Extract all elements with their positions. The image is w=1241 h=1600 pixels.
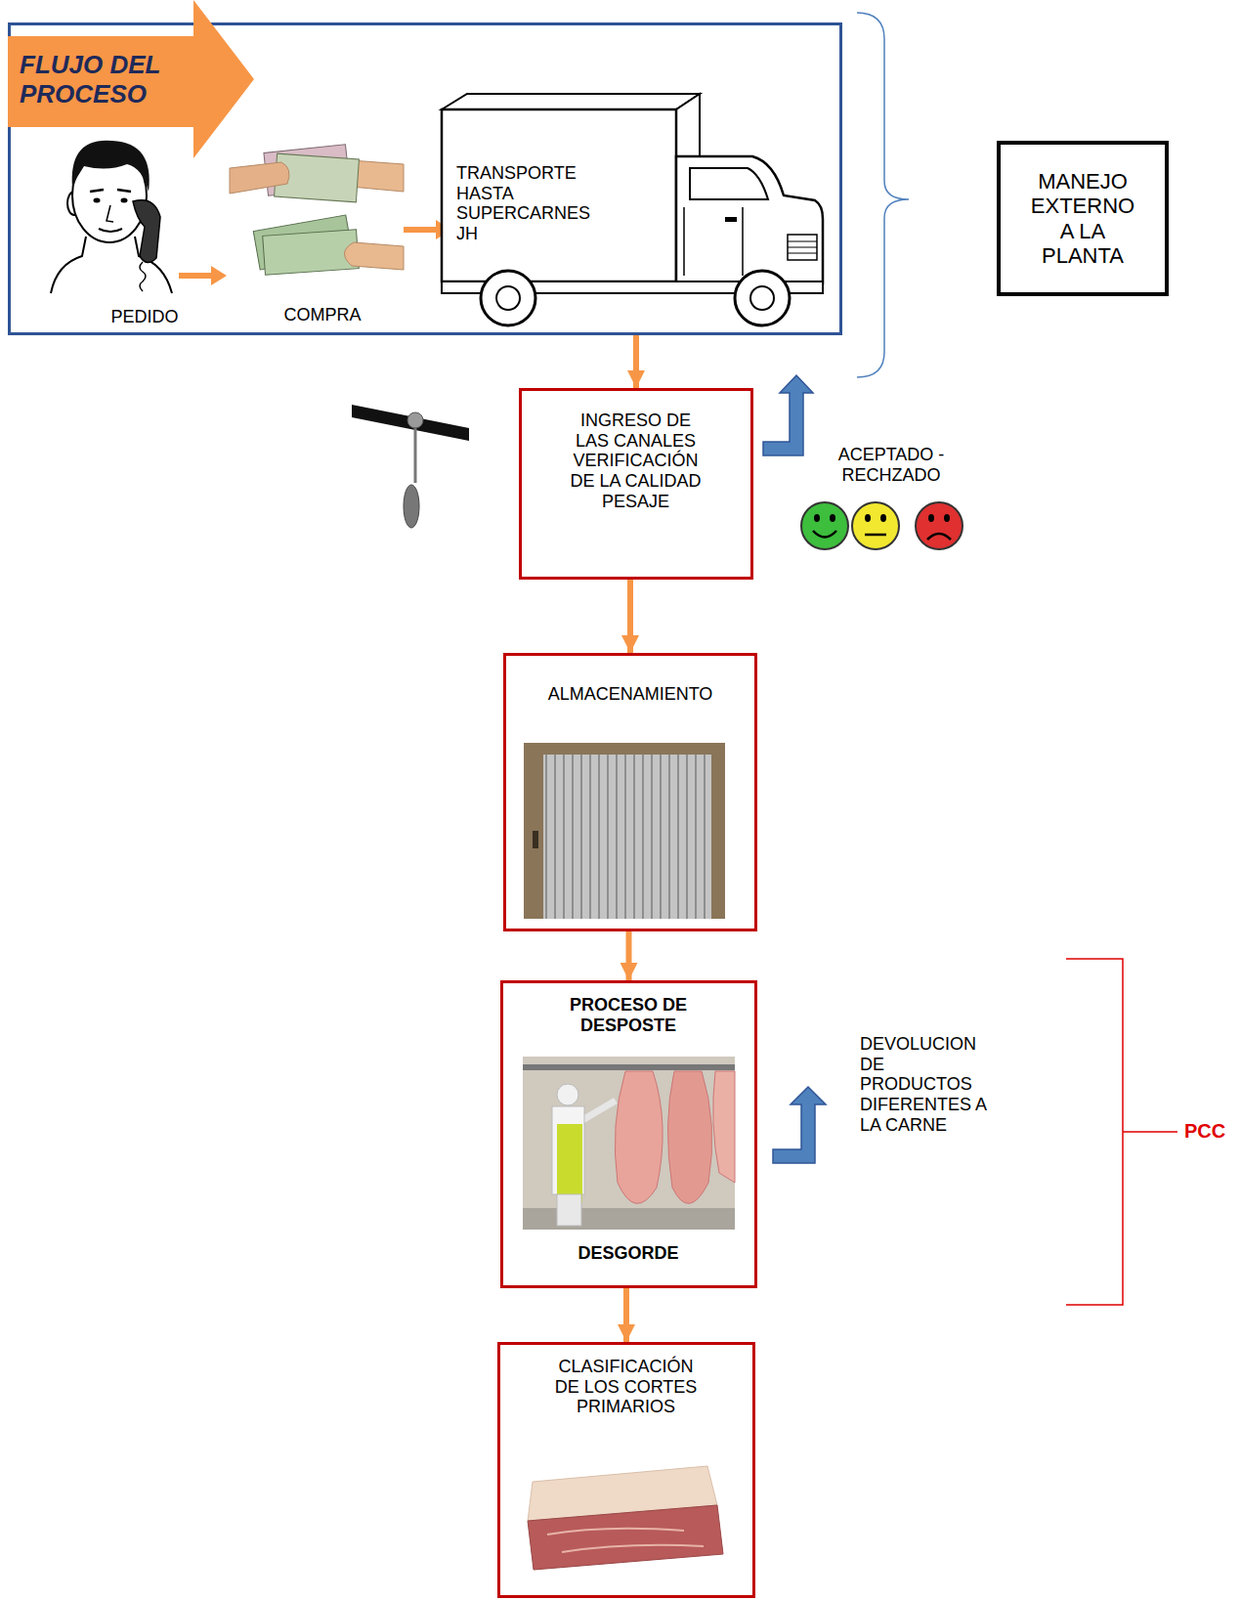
smiley-icons	[801, 502, 963, 550]
return-note: DEVOLUCION DE PRODUCTOS DIFERENTES A LA …	[859, 1033, 997, 1135]
truck-picture	[787, 234, 817, 260]
flow-arrow: FLUJO DEL PROCESO	[7, 0, 255, 159]
smiley-icons	[852, 502, 899, 550]
external-handling-box: FLUJO DEL PROCESO PEDIDO COMPRA TRANSPORTE …	[7, 22, 843, 336]
person-phone-picture	[98, 228, 123, 232]
truck-picture	[441, 109, 677, 282]
flow-arrow-shape	[7, 0, 255, 159]
flow-arrow-small	[211, 265, 227, 286]
smiley-icons	[864, 533, 887, 537]
flow-connector	[623, 1287, 630, 1342]
person-phone-picture	[93, 198, 101, 204]
process-text: ALMACENAMIENTO	[513, 684, 748, 705]
deboning-picture	[556, 1083, 579, 1106]
note-box: MANEJO EXTERNO A LA PLANTA	[996, 140, 1169, 297]
deboning-picture	[522, 1056, 735, 1230]
process-box: ALMACENAMIENTO	[503, 652, 758, 932]
process-subtitle: DESGORDE	[550, 1242, 707, 1264]
truck-picture	[734, 270, 790, 326]
truck-picture	[496, 286, 520, 310]
step-caption: PEDIDO	[95, 306, 194, 328]
smiley-icons	[801, 502, 849, 550]
deboning-picture	[522, 1056, 735, 1230]
money-picture	[343, 242, 404, 270]
flow-arrow-small	[178, 219, 452, 286]
truck-picture	[676, 93, 700, 162]
cold-room-picture	[532, 830, 539, 849]
truck-picture	[480, 270, 536, 326]
scale-icon	[351, 404, 470, 441]
truck-picture	[725, 216, 737, 222]
scale-icon	[414, 427, 418, 483]
process-text: INGRESO DE LAS CANALES VERIFICACIÓN DE L…	[564, 410, 707, 512]
smiley-icons	[943, 513, 950, 522]
truck-picture	[441, 93, 823, 326]
process-box: CLASIFICACIÓN DE LOS CORTES PRIMARIOS	[497, 1341, 756, 1598]
flow-title: FLUJO DEL PROCESO	[19, 50, 201, 110]
deboning-picture	[556, 1194, 582, 1226]
flow-arrow-small	[403, 226, 438, 233]
smiley-icons	[880, 513, 887, 522]
deboning-picture	[582, 1100, 616, 1120]
cold-room-picture	[523, 742, 726, 919]
scale-icon	[403, 484, 420, 528]
deboning-picture	[667, 1070, 712, 1203]
flow-connector	[626, 931, 633, 981]
person-phone-picture	[132, 200, 161, 263]
process-box: PROCESO DE DESPOSTE DESGORDE	[500, 980, 758, 1288]
person-phone-picture	[50, 140, 172, 294]
smiley-icons	[915, 502, 963, 550]
meat-cut-picture	[547, 1528, 704, 1552]
process-text: CLASIFICACIÓN DE LOS CORTES PRIMARIOS	[550, 1356, 702, 1417]
note-text: MANEJO EXTERNO A LA PLANTA	[1024, 169, 1142, 268]
pcc-label: PCC	[1184, 1119, 1236, 1143]
smiley-icons	[928, 513, 935, 522]
smiley-icons	[864, 513, 871, 522]
return-arrow	[763, 375, 814, 456]
deboning-picture	[522, 1207, 735, 1230]
scale-icon	[351, 404, 470, 528]
deboning-picture	[556, 1123, 583, 1202]
person-phone-picture	[89, 189, 131, 192]
person-phone-picture	[139, 261, 146, 292]
cold-room-picture	[543, 754, 712, 919]
flow-connector	[627, 579, 634, 653]
flow-arrow-small	[178, 272, 214, 279]
truck-picture	[684, 207, 743, 276]
pcc-bracket	[1066, 958, 1178, 1305]
person-phone-picture	[106, 205, 114, 222]
flow-connector	[633, 335, 640, 388]
smiley-icons	[813, 513, 820, 522]
scale-icon	[407, 412, 424, 428]
step-caption: TRANSPORTE HASTA SUPERCARNES JH	[456, 163, 599, 245]
money-picture	[229, 162, 290, 194]
truck-picture	[750, 286, 774, 310]
process-title: PROCESO DE DESPOSTE	[550, 994, 707, 1035]
truck-picture	[676, 156, 823, 284]
smiley-icons	[829, 513, 836, 522]
person-phone-picture	[72, 140, 150, 192]
cold-room-picture	[523, 742, 726, 919]
process-box: INGRESO DE LAS CANALES VERIFICACIÓN DE L…	[518, 387, 754, 580]
money-picture	[229, 144, 404, 276]
truck-picture	[689, 168, 769, 200]
step-caption: COMPRA	[273, 304, 372, 326]
return-arrow	[772, 1086, 826, 1163]
decision-note: ACEPTADO - RECHZADO	[822, 444, 960, 485]
meat-cut-picture	[527, 1465, 724, 1570]
meat-cut-picture	[527, 1504, 724, 1570]
truck-picture	[441, 93, 700, 110]
truck-picture	[787, 241, 817, 254]
smiley-icons	[927, 533, 951, 540]
smiley-icons	[813, 530, 837, 538]
deboning-picture	[522, 1064, 735, 1070]
deboning-picture	[713, 1070, 735, 1183]
person-phone-picture	[121, 198, 129, 204]
deboning-picture	[614, 1070, 663, 1203]
brace	[856, 12, 909, 378]
